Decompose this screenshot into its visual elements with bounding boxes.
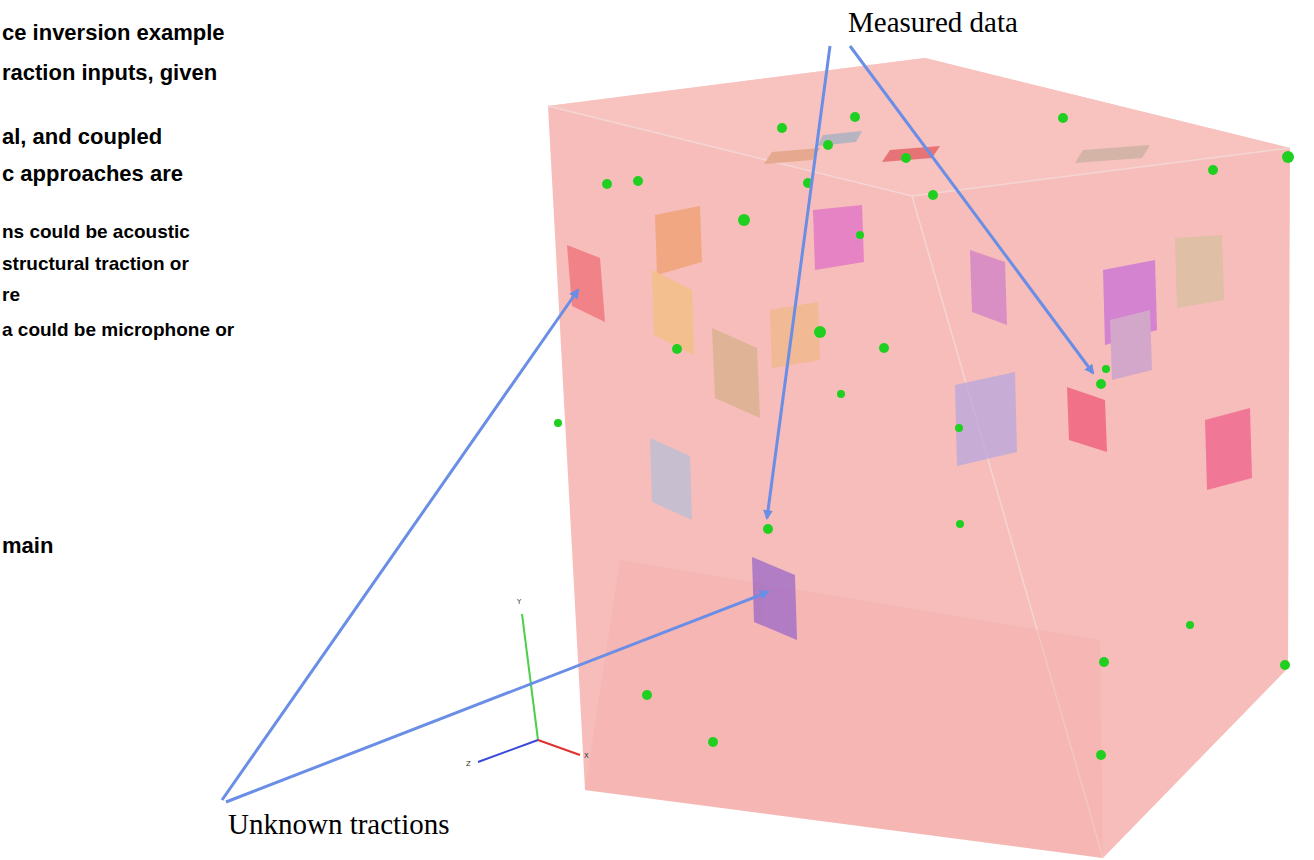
- sub-bullet-text: structural traction or: [2, 253, 189, 275]
- callout-label: Measured data: [848, 6, 1018, 39]
- bullet-text: al, and coupled: [2, 124, 162, 150]
- sub-bullet-text: a could be microphone or: [2, 319, 234, 341]
- bullet-text: main: [2, 533, 53, 559]
- bullet-text: ce inversion example: [2, 20, 225, 46]
- bullet-text: raction inputs, given: [2, 60, 217, 86]
- leader-arrows: [222, 46, 1093, 802]
- sub-bullet-text: re: [2, 284, 20, 306]
- callout-label: Unknown tractions: [228, 808, 450, 841]
- sub-bullet-text: ns could be acoustic: [2, 221, 190, 243]
- axis-label: Y: [517, 598, 521, 606]
- bullet-text: c approaches are: [2, 161, 183, 187]
- cube: [548, 58, 1290, 858]
- measurement-points: [554, 112, 1294, 760]
- traction-patches: [567, 131, 1252, 640]
- axis-label: X: [584, 752, 589, 760]
- axis-triad: [478, 614, 580, 762]
- axis-label: Z: [466, 760, 471, 768]
